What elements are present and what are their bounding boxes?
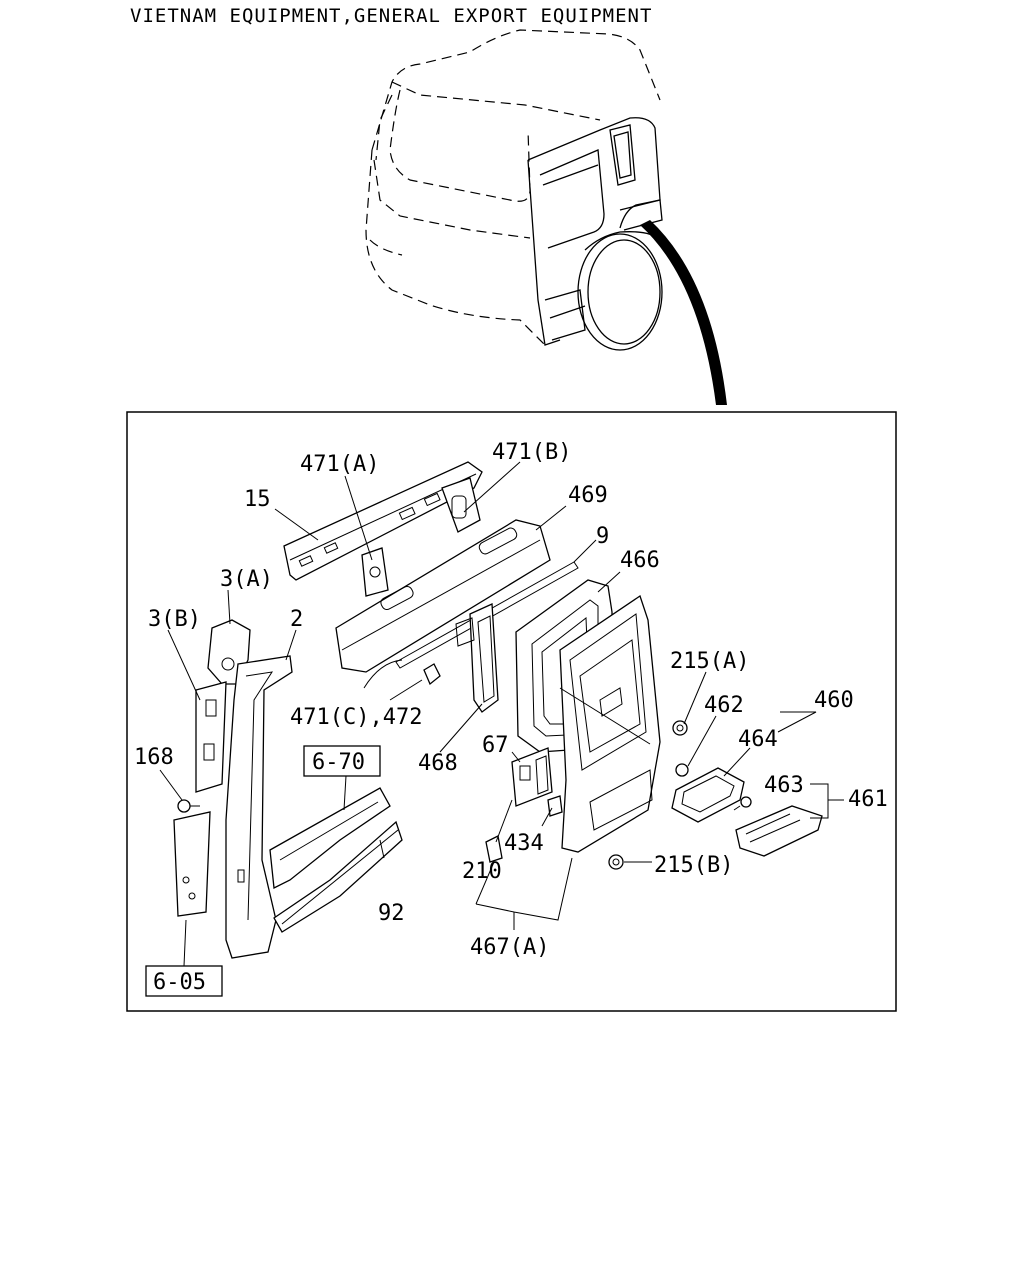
leader-lines [159,461,844,967]
part-469-crossmember [335,519,551,673]
label-15: 15 [244,487,271,512]
label-464: 464 [738,727,778,752]
label-463: 463 [764,773,804,798]
part-471b-bracket [441,477,481,533]
label-460: 460 [814,688,854,713]
label-471a: 471(A) [300,452,379,477]
part-434-clip [547,795,563,817]
label-471c-472: 471(C),472 [290,705,422,730]
label-462: 462 [704,693,744,718]
label-466: 466 [620,548,660,573]
label-168: 168 [134,745,174,770]
label-461: 461 [848,787,888,812]
ref-box-6-70[interactable]: 6-70 [303,745,381,777]
label-92: 92 [378,901,405,926]
label-434: 434 [504,831,544,856]
label-469: 469 [568,483,608,508]
label-467a: 467(A) [470,935,549,960]
ref-box-6-05[interactable]: 6-05 [145,965,223,997]
part-3b-reinforcement [195,681,227,793]
part-210-clip [485,835,503,863]
part-467a-rear-panel [559,594,661,853]
ref-6-70-text: 6-70 [312,750,365,775]
part-462-nut [675,763,689,777]
lower-pillar-6-05 [173,811,211,917]
label-3b: 3(B) [148,607,201,632]
callout-labels: 471(A) 471(B) 15 469 9 466 3(A) 3(B) 2 2… [134,440,888,960]
label-215a: 215(A) [670,649,749,674]
vehicle-overview [365,29,727,405]
part-471a-bracket [361,547,389,597]
part-67-bracket [511,747,553,807]
part-468-pillar [455,603,499,713]
label-9: 9 [596,524,609,549]
label-210: 210 [462,859,502,884]
label-471b: 471(B) [492,440,571,465]
part-2-pillar [225,655,293,959]
diagram-title: VIETNAM EQUIPMENT,GENERAL EXPORT EQUIPME… [130,5,652,27]
part-463-screw [733,796,752,811]
part-92-sill [273,820,403,933]
part-168-bolt [177,799,200,813]
part-461-lamp [735,805,823,857]
part-471c-472-clip [363,659,441,689]
label-67: 67 [482,733,509,758]
rocker-6-70 [269,787,391,890]
part-215a-nut [672,720,688,736]
part-9-weatherstrip [395,561,579,669]
label-468: 468 [418,751,458,776]
part-215b-nut [608,854,624,870]
label-215b: 215(B) [654,853,733,878]
label-3a: 3(A) [220,567,273,592]
ref-6-05-text: 6-05 [153,970,206,995]
part-464-gasket [671,767,745,823]
detail-frame [126,411,897,1012]
label-2: 2 [290,607,303,632]
